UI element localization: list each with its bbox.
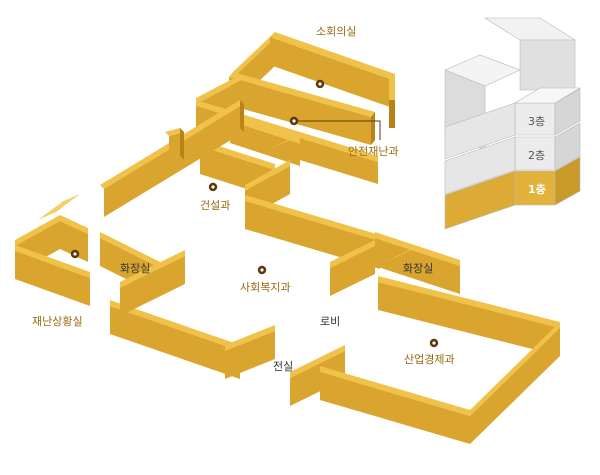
- wall-mid-right-top: [330, 240, 375, 268]
- stairs-top-step: [288, 130, 310, 140]
- wall-right-long-top: [378, 276, 560, 328]
- wall-top-mid-end: [371, 112, 375, 145]
- floor-label-3[interactable]: 3층: [528, 115, 546, 128]
- room-label-disaster-room: 재난상황실: [32, 315, 83, 328]
- wall-mid-long-top: [245, 195, 380, 241]
- room-label-restroom-right: 화장실: [403, 262, 434, 275]
- wall-left-room-bottom-top: [15, 245, 90, 278]
- stairs-right-step: [401, 244, 423, 254]
- stairs-top-step: [268, 140, 290, 150]
- wall-top-mid-face: [229, 77, 371, 145]
- building-roof-right: [513, 87, 582, 104]
- wall-left-room-top-top: [15, 215, 60, 246]
- stairs-right-step: [405, 242, 427, 252]
- stairs-left-step: [50, 200, 72, 211]
- stairs-right-step: [385, 252, 407, 262]
- stairs-top-step: [280, 134, 302, 144]
- wall-left-room-bottom-face: [15, 251, 90, 306]
- building-floor-1-side: [554, 156, 581, 206]
- wall-left-diag-end: [240, 100, 244, 132]
- wall-restroom-left-top: [100, 232, 160, 268]
- room-label-restroom-left: 화장실: [120, 262, 151, 275]
- location-marker-dot: [260, 268, 264, 272]
- wall-top-mid-top: [229, 72, 375, 117]
- wall-bottom-long-top: [320, 366, 470, 416]
- wall-mid-right-face: [330, 246, 375, 296]
- room-label-safety-disaster: 안전재난과: [348, 145, 399, 158]
- room-label-electric: 전실: [273, 360, 294, 373]
- wall-right-restroom-top: [375, 232, 460, 266]
- stairs-top-step: [284, 132, 306, 142]
- building-floor-2-side: [554, 122, 581, 171]
- location-marker-dot: [211, 185, 215, 189]
- building-floor-3-side: [554, 88, 581, 136]
- wall-restroom-bottom-top: [120, 250, 185, 288]
- stairs-left-step: [58, 194, 80, 205]
- room-label-construction: 건설과: [200, 199, 231, 212]
- wall-left-pillar-end: [180, 128, 184, 160]
- wall-bottom-long-face: [320, 372, 470, 444]
- wall-left-room-right-face: [60, 221, 88, 262]
- wall-safety-inner-top: [230, 115, 300, 144]
- wall-bottom-left-face: [110, 306, 240, 379]
- stairs-right-step: [397, 246, 419, 256]
- wall-top-back-top: [270, 32, 395, 79]
- wall-right-diag-top: [470, 322, 560, 416]
- leader-line: [298, 120, 381, 140]
- location-marker-dot: [318, 82, 322, 86]
- wall-right-restroom-face: [375, 238, 460, 294]
- wall-right-diag-face: [470, 328, 560, 444]
- wall-mid-long-face: [245, 201, 380, 269]
- stairs-right-step: [389, 250, 411, 260]
- wall-bottom-connector-face: [225, 331, 275, 379]
- wall-left-pillar-top: [165, 128, 184, 136]
- building-back-face: [519, 39, 576, 91]
- building-floor-2-left: [444, 136, 516, 195]
- wall-top-right-end: [389, 100, 395, 128]
- floor-label-1[interactable]: 1층: [528, 183, 546, 196]
- stairs-right-step: [393, 248, 415, 258]
- wall-safety-inner-face: [230, 121, 300, 166]
- location-marker-dot: [432, 341, 436, 345]
- stairs-left-step: [42, 206, 64, 217]
- stairs-left-step: [46, 203, 68, 214]
- stairs-top-step: [272, 138, 294, 148]
- room-label-industry-economy: 산업경제과: [404, 353, 455, 366]
- floor-label-2[interactable]: 2층: [528, 149, 546, 162]
- stairs-left-step: [38, 209, 60, 220]
- wall-upper-left-top: [196, 75, 240, 104]
- building-floor-3-left: [444, 102, 516, 160]
- room-label-lobby: 로비: [320, 315, 341, 328]
- wall-lobby-left-face: [290, 351, 345, 406]
- building-floor-1-left: [444, 170, 516, 230]
- wall-lobby-left-top: [290, 345, 345, 378]
- wall-corridor-a-top: [200, 140, 275, 170]
- wall-bottom-left-top: [110, 300, 240, 351]
- room-label-social: 소회의실: [316, 25, 357, 38]
- building-roof-back: [483, 17, 577, 41]
- wall-left-room-right-top: [60, 215, 88, 234]
- wall-top-back-face: [270, 37, 390, 107]
- wall-top-right-top: [389, 74, 395, 100]
- stairs-top-step: [276, 136, 298, 146]
- wall-mid-connector-top: [245, 160, 290, 191]
- wall-bottom-connector-top: [225, 325, 275, 351]
- room-label-welfare: 사회복지과: [240, 281, 291, 294]
- wall-restroom-bottom-face: [120, 256, 185, 316]
- location-marker-dot: [73, 252, 77, 256]
- wall-right-long-face: [378, 282, 560, 356]
- location-marker-dot: [292, 119, 296, 123]
- wall-top-left-top: [233, 32, 275, 78]
- stairs-left-step: [54, 197, 76, 208]
